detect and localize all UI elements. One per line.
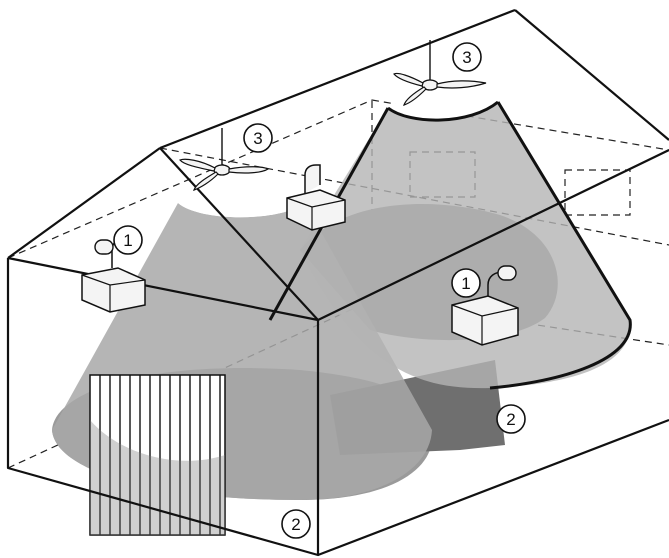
svg-text:3: 3 [253,129,262,148]
svg-text:3: 3 [462,48,471,67]
callout-fan-right: 3 [452,42,482,72]
building-outline [6,8,669,557]
callout-floor-front: 2 [281,509,311,539]
callout-heater-right: 1 [451,268,481,298]
svg-text:1: 1 [461,274,470,293]
garage-door-icon [89,374,226,536]
callout-heater-left: 1 [113,225,143,255]
callouts: 1 1 2 2 3 3 [113,42,526,539]
ceiling-fan-icon [179,128,270,191]
fan-right [393,40,487,106]
cone-right [300,102,631,389]
fan-left [179,128,270,191]
svg-text:1: 1 [123,231,132,250]
wall-heater-icon [286,164,346,231]
callout-floor-right: 2 [496,404,526,434]
callout-fan-left: 3 [243,123,273,153]
air-cones [52,92,631,500]
wall-heater-icon [451,265,519,346]
heater-right [451,265,519,346]
svg-text:2: 2 [506,410,515,429]
ceiling-fan-icon [393,40,487,106]
svg-text:2: 2 [291,515,300,534]
heater-mid [286,164,346,231]
